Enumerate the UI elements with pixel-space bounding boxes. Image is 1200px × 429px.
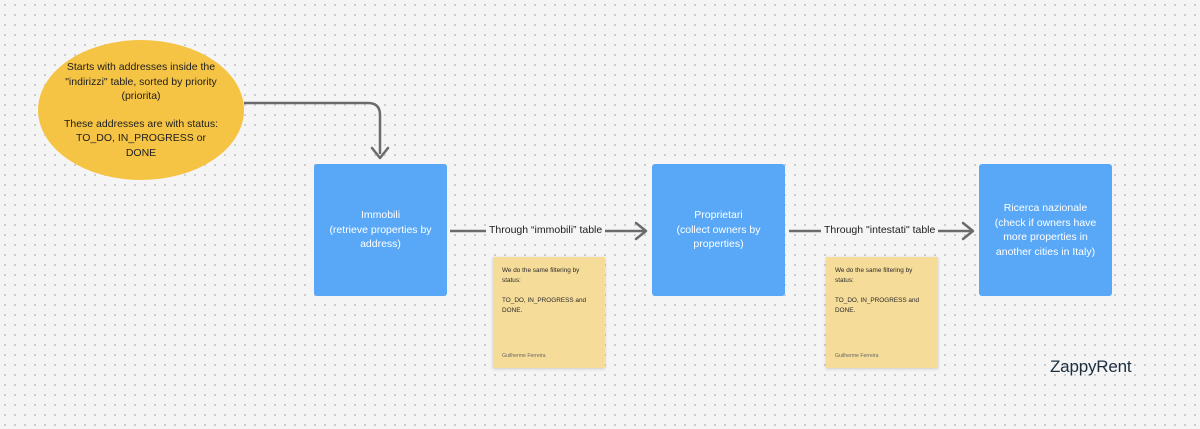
- edge-1-arrowhead: [634, 221, 648, 241]
- sticky-note-2[interactable]: We do the same filtering by status: TO_D…: [826, 257, 938, 368]
- start-arrowhead: [370, 146, 390, 160]
- sticky-note-2-text: We do the same filtering by status: TO_D…: [835, 267, 920, 314]
- zappyrent-logo: ZappyRent: [1050, 357, 1132, 376]
- node-immobili[interactable]: Immobili (retrieve properties by address…: [314, 164, 447, 296]
- sticky-note-1-author: Guilherme Ferreira: [502, 353, 546, 359]
- edge-label-intestati-table: Through "intestati" table: [821, 224, 939, 236]
- sticky-note-1[interactable]: We do the same filtering by status: TO_D…: [493, 257, 605, 368]
- start-note-paragraph-2: These addresses are with status: TO_DO, …: [63, 117, 219, 159]
- node-ricerca-nazionale[interactable]: Ricerca nazionale (check if owners have …: [979, 164, 1112, 296]
- sticky-note-1-text: We do the same filtering by status: TO_D…: [502, 267, 587, 314]
- start-connector: [244, 101, 382, 154]
- start-note-ellipse[interactable]: Starts with addresses inside the "indiri…: [38, 40, 244, 180]
- edge-2-arrowhead: [961, 221, 975, 241]
- node-proprietari[interactable]: Proprietari (collect owners by propertie…: [652, 164, 785, 296]
- sticky-note-2-author: Guilherme Ferreira: [835, 353, 879, 359]
- edge-label-immobili-table: Through “immobili” table: [486, 224, 606, 236]
- start-note-paragraph-1: Starts with addresses inside the "indiri…: [65, 61, 217, 102]
